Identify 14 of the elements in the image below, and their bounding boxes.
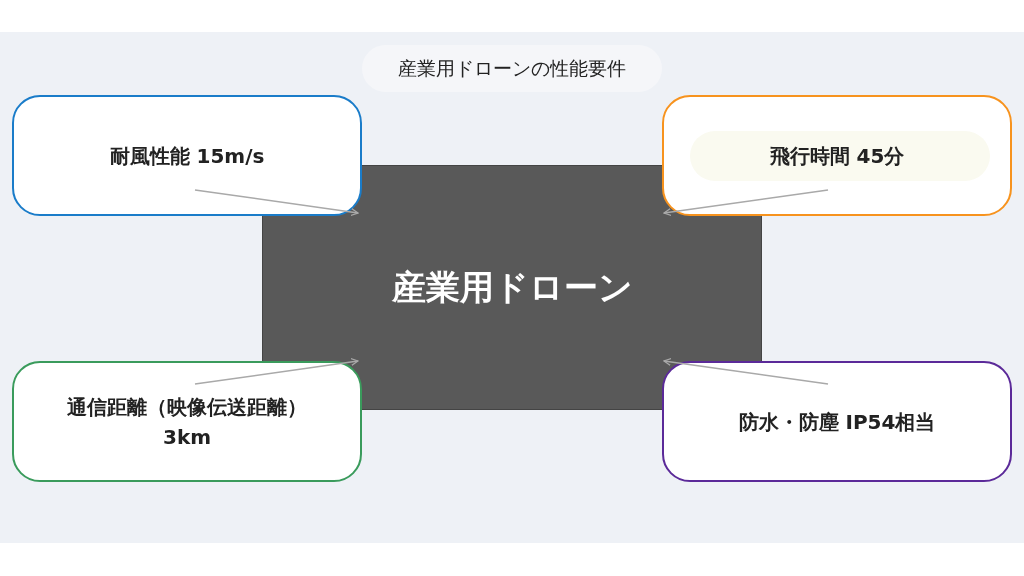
spec-card [662,95,1012,216]
spec-text: 耐風性能 15m/s [109,142,265,170]
arrow [663,189,829,217]
spec-text: 通信距離（映像伝送距離）3km [66,393,308,451]
arrow [194,357,359,385]
diagram-title: 産業用ドローンの性能要件 [362,45,662,92]
arrow [663,357,829,385]
spec-card [12,361,362,482]
spec-card [662,361,1012,482]
arrow [194,189,359,217]
spec-text: 飛行時間 45分 [769,142,905,170]
spec-text: 防水・防塵 IP54相当 [738,408,936,436]
spec-card [12,95,362,216]
central-label: 産業用ドローン [391,265,633,309]
